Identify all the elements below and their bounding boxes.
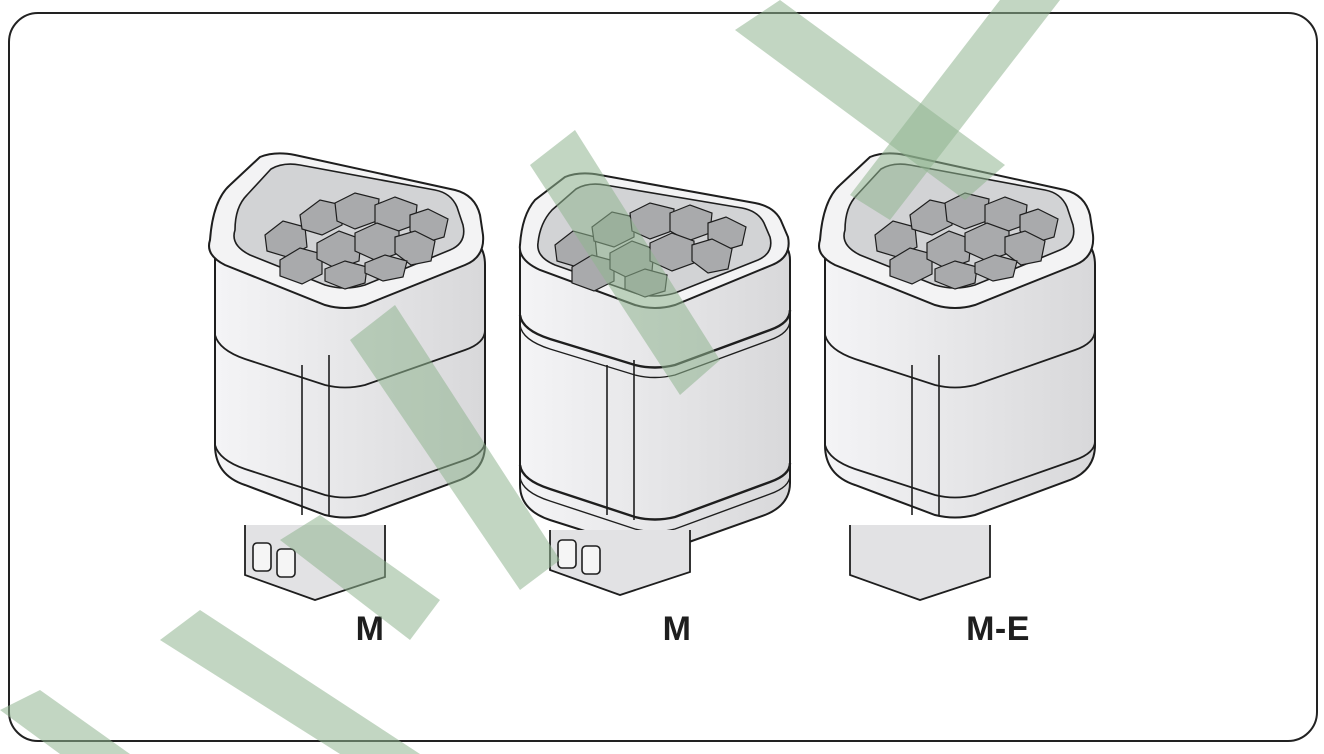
heater-2: [518, 172, 792, 596]
heater-3-label: M-E: [966, 610, 1030, 648]
heater-3: [818, 152, 1096, 601]
heater-1: [208, 152, 486, 601]
heater-2-label: M: [662, 610, 692, 648]
heater-1-label: M: [355, 610, 385, 648]
figure-border: [8, 12, 1318, 742]
